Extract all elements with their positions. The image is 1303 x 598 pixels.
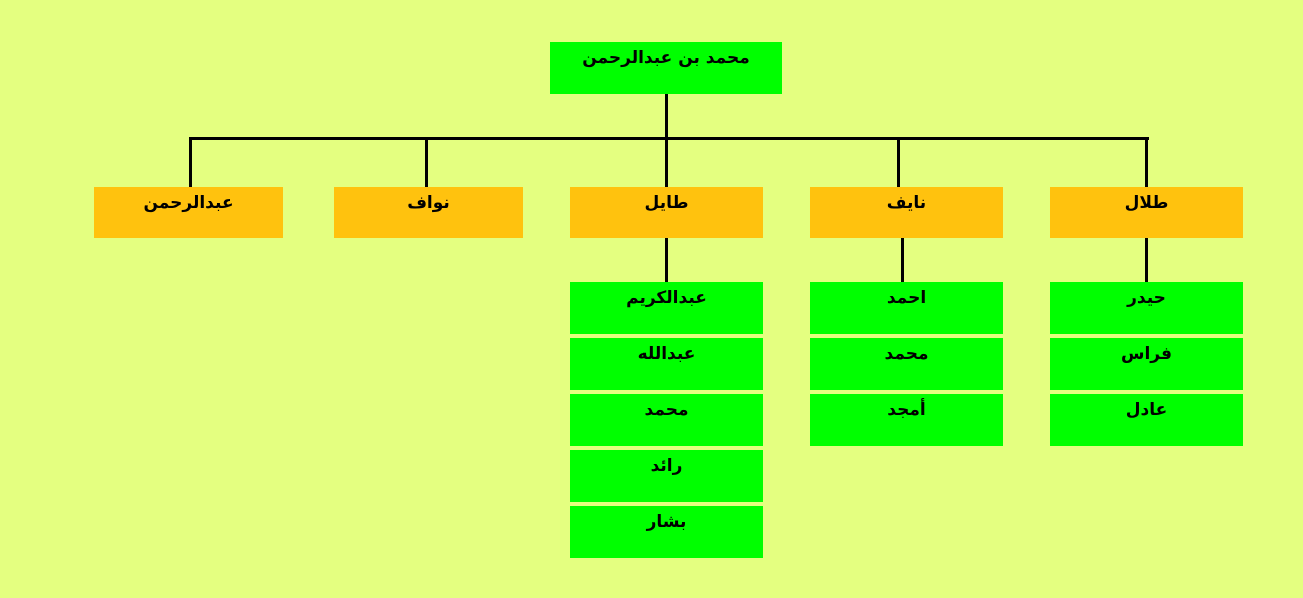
grandchild-node: رائد <box>570 450 763 502</box>
grandchild-node: بشار <box>570 506 763 558</box>
horizontal-bus-line <box>189 137 1149 140</box>
child-label: نايف <box>886 193 927 213</box>
grandchild-node: أمجد <box>810 394 1003 446</box>
grandchild-label: بشار <box>646 512 687 532</box>
drop-line-3 <box>665 137 668 187</box>
grandchild-node: محمد <box>570 394 763 446</box>
child-stem-line-1 <box>1145 238 1148 282</box>
drop-line-4 <box>425 137 428 187</box>
child-node-talal: طلال <box>1050 187 1243 238</box>
child-stem-line-3 <box>665 238 668 282</box>
grandchild-label: محمد <box>884 344 929 364</box>
grandchild-node: حيدر <box>1050 282 1243 334</box>
grandchild-label: حيدر <box>1127 288 1166 308</box>
root-stem-line <box>665 94 668 139</box>
grandchild-node: عبدالله <box>570 338 763 390</box>
grandchild-label: رائد <box>650 456 683 476</box>
child-label: نواف <box>407 193 450 213</box>
child-label: عبدالرحمن <box>143 193 234 213</box>
child-node-tayel: طايل <box>570 187 763 238</box>
child-stem-line-2 <box>901 238 904 282</box>
root-label: محمد بن عبدالرحمن <box>582 48 750 68</box>
grandchild-node: فراس <box>1050 338 1243 390</box>
grandchild-label: أمجد <box>887 400 926 420</box>
child-label: طلال <box>1124 193 1169 213</box>
root-node: محمد بن عبدالرحمن <box>550 42 782 94</box>
grandchild-label: عادل <box>1125 400 1168 420</box>
drop-line-5 <box>189 137 192 187</box>
grandchild-node: محمد <box>810 338 1003 390</box>
grandchild-node: عبدالكريم <box>570 282 763 334</box>
grandchild-node: عادل <box>1050 394 1243 446</box>
grandchild-node: احمد <box>810 282 1003 334</box>
grandchild-label: عبدالله <box>637 344 696 364</box>
child-node-nawaf: نواف <box>334 187 523 238</box>
grandchild-label: محمد <box>644 400 689 420</box>
grandchild-label: فراس <box>1121 344 1172 364</box>
grandchild-label: احمد <box>886 288 927 308</box>
child-node-nayef: نايف <box>810 187 1003 238</box>
drop-line-2 <box>897 137 900 187</box>
grandchild-label: عبدالكريم <box>626 288 707 308</box>
child-label: طايل <box>644 193 689 213</box>
child-node-abdulrahman: عبدالرحمن <box>94 187 283 238</box>
drop-line-1 <box>1145 137 1148 187</box>
